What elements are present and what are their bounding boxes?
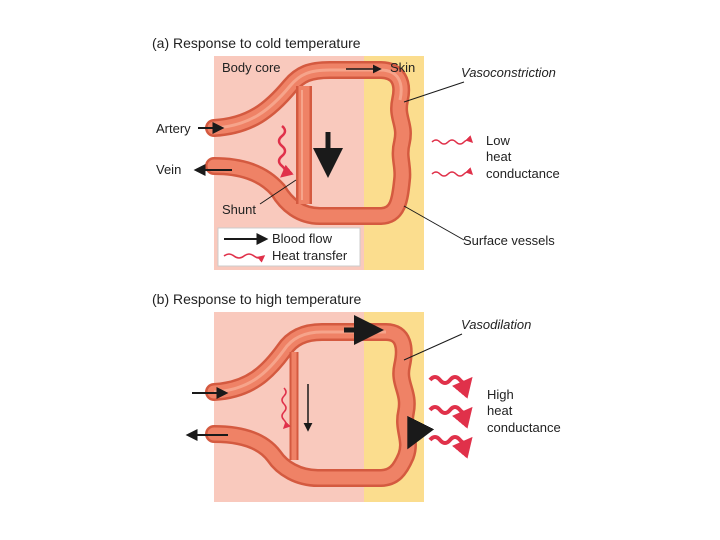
internal-heat-transfer-arrow-b bbox=[281, 387, 291, 430]
legend: Blood flow Heat transfer bbox=[217, 227, 361, 267]
vasodilation-label: Vasodilation bbox=[461, 317, 531, 332]
internal-heat-transfer-arrow-a bbox=[277, 125, 294, 178]
high-heat-line3: conductance bbox=[487, 420, 561, 435]
low-heat-arrow-1 bbox=[431, 135, 474, 145]
legend-heat-transfer-label: Heat transfer bbox=[272, 248, 348, 263]
artery-label: Artery bbox=[156, 121, 191, 136]
high-heat-line1: High bbox=[487, 387, 514, 402]
high-heat-line2: heat bbox=[487, 403, 513, 418]
vasoconstriction-label: Vasoconstriction bbox=[461, 65, 556, 80]
low-heat-arrow-2 bbox=[431, 167, 474, 177]
low-heat-line2: heat bbox=[486, 149, 512, 164]
high-heat-arrow-3 bbox=[428, 435, 473, 459]
vasodilation-leader bbox=[403, 333, 463, 361]
panel-a: (a) Response to cold temperature Artery … bbox=[152, 35, 560, 270]
vessel-loop-b bbox=[205, 323, 417, 487]
vein-label: Vein bbox=[156, 162, 181, 177]
shunt-leader bbox=[259, 179, 297, 205]
panel-a-title: (a) Response to cold temperature bbox=[152, 35, 361, 51]
body-core-label: Body core bbox=[222, 60, 281, 75]
surface-flow-arrow-b bbox=[407, 415, 435, 450]
low-heat-line3: conductance bbox=[486, 166, 560, 181]
high-heat-arrow-2 bbox=[428, 405, 473, 429]
surface-vessels-label: Surface vessels bbox=[463, 233, 555, 248]
vessel-loop-a bbox=[205, 61, 412, 225]
vasoconstriction-leader bbox=[403, 81, 465, 103]
low-heat-line1: Low bbox=[486, 133, 510, 148]
shunt-label: Shunt bbox=[222, 202, 256, 217]
legend-blood-flow-label: Blood flow bbox=[272, 231, 333, 246]
high-heat-arrow-1 bbox=[428, 375, 473, 399]
skin-label: Skin bbox=[390, 60, 415, 75]
panel-b-title: (b) Response to high temperature bbox=[152, 291, 362, 307]
surface-vessels-leader bbox=[403, 205, 465, 241]
legend-heat-transfer-arrow bbox=[223, 253, 266, 263]
panel-b: (b) Response to high temperature Vasodil… bbox=[152, 291, 561, 502]
